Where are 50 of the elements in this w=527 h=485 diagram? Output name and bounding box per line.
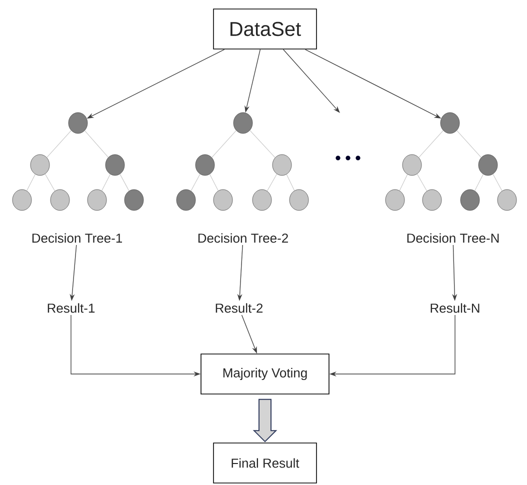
tree-node-circle <box>87 189 107 211</box>
tree-node-circle <box>402 154 422 176</box>
tree-label: Decision Tree-2 <box>198 233 288 243</box>
tree-branch-line <box>120 174 130 192</box>
tree-branch-line <box>190 174 200 192</box>
tree-branch-line <box>212 130 236 158</box>
tree-branch-line <box>209 174 219 192</box>
result-label: Result-1 <box>48 303 95 313</box>
tree-node-circle <box>272 154 292 176</box>
result-label: Result-N <box>430 303 480 313</box>
tree-node-circle <box>195 154 215 176</box>
dataset-box: DataSet <box>213 8 317 50</box>
tree-branch-line <box>399 174 408 191</box>
tree-node-circle <box>30 154 50 176</box>
tree-branch-line <box>416 174 428 192</box>
tree-node-circle <box>213 189 233 211</box>
tree-label: Decision Tree-1 <box>32 233 122 243</box>
tree-node-circle <box>124 189 144 211</box>
tree-branch-line <box>101 174 111 192</box>
tree-node-circle <box>105 154 125 176</box>
tree-branch-line <box>474 174 484 192</box>
tree-node-circle <box>422 189 442 211</box>
tree-branch-line <box>26 174 36 192</box>
tree-branch-line <box>492 174 502 192</box>
tree-node-circle <box>12 189 32 211</box>
tree-node-circle <box>385 189 405 211</box>
tree-label: Decision Tree-N <box>407 233 499 243</box>
tree-branch-line <box>250 130 276 158</box>
process-box: Majority Voting <box>200 354 330 394</box>
result-box: Final Result <box>213 442 317 484</box>
tree-node-circle <box>68 112 88 134</box>
tree-node-circle <box>289 189 309 211</box>
tree-node-circle <box>460 189 480 211</box>
result-label: Result-2 <box>216 303 263 313</box>
tree-branch-line <box>286 174 295 191</box>
block-arrow <box>252 398 278 442</box>
tree-branch-line <box>84 130 109 158</box>
tree-node-circle <box>233 112 253 134</box>
tree-branch-line <box>44 174 56 192</box>
tree-branch-line <box>266 174 278 192</box>
tree-branch-line <box>418 130 444 158</box>
tree-node-circle <box>478 154 498 176</box>
tree-branch-line <box>46 130 72 158</box>
arrow <box>282 49 340 113</box>
tree-node-circle <box>176 189 196 211</box>
tree-node-circle <box>252 189 272 211</box>
tree-node-circle <box>440 112 460 134</box>
tree-node-circle <box>50 189 70 211</box>
tree-branch-line <box>456 130 482 158</box>
tree-node-circle <box>497 189 517 211</box>
